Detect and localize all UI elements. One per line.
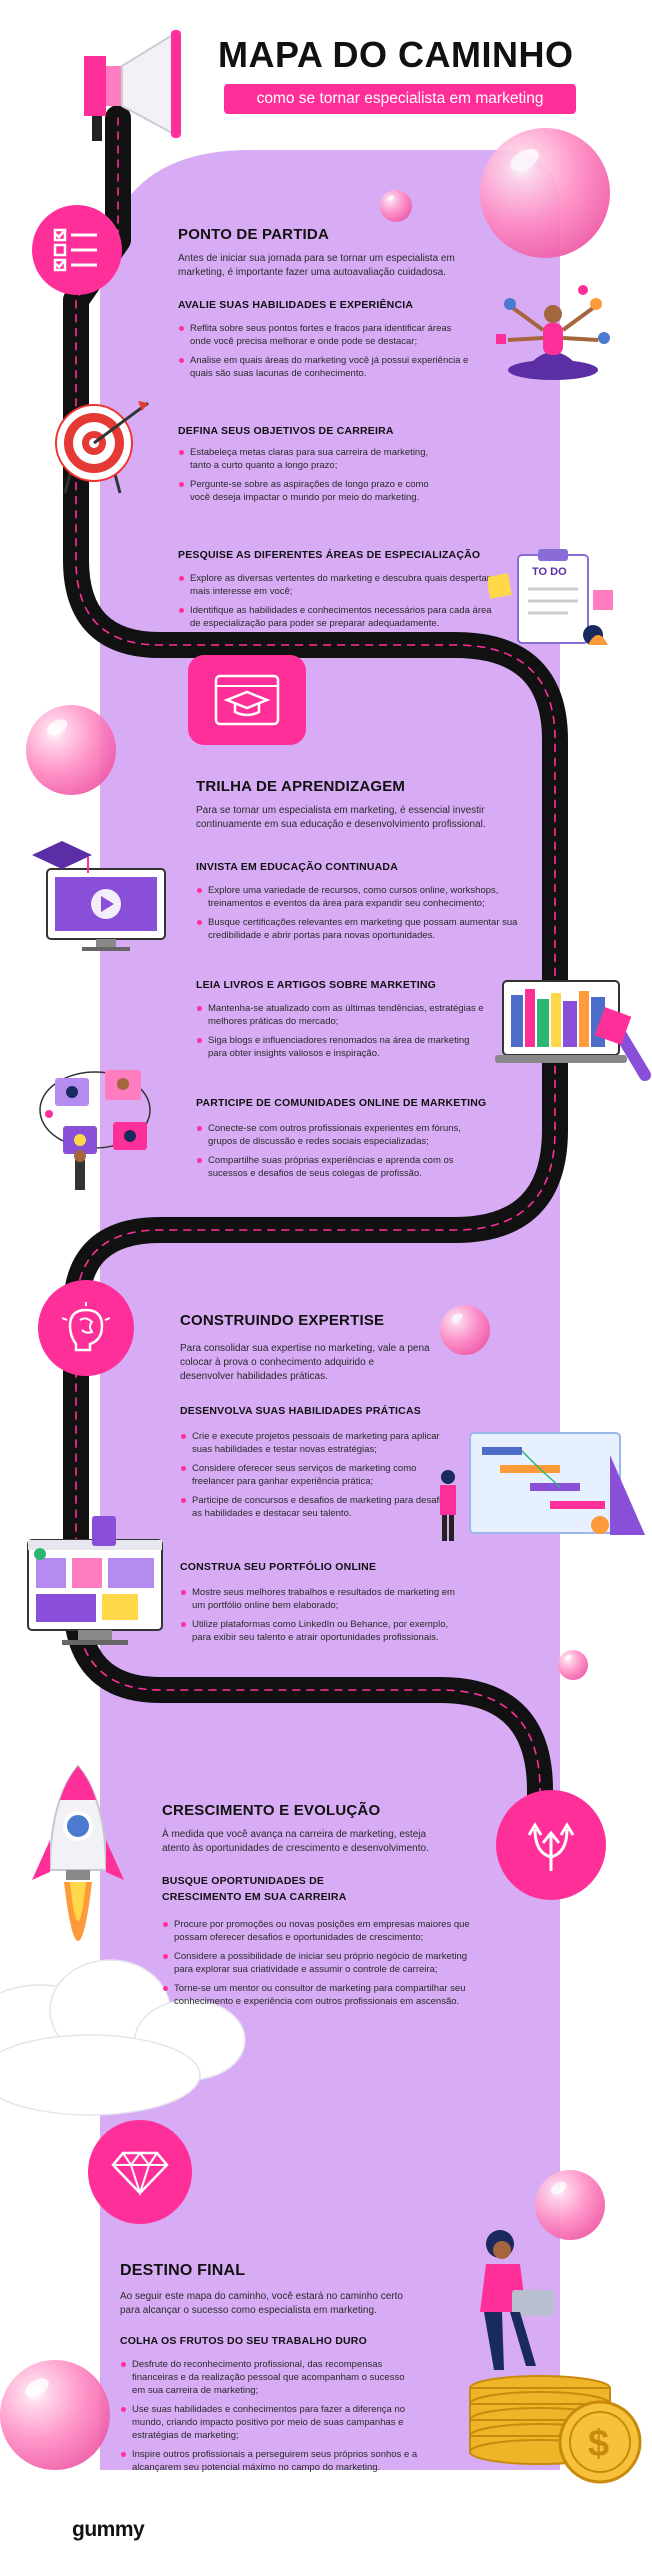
list-item: Procure por promoções ou novas posições … [162, 1918, 472, 1944]
s2-group3-list: Conecte-se com outros profissionais expe… [196, 1122, 486, 1186]
list-item: Explore uma variedade de recursos, como … [196, 884, 521, 910]
section1-title: PONTO DE PARTIDA [178, 226, 329, 243]
list-item: Participe de concursos e desafios de mar… [180, 1494, 460, 1520]
list-item: Pergunte-se sobre as aspirações de longo… [178, 478, 448, 504]
section2-intro: Para se tornar um especialista em market… [196, 805, 486, 830]
section2-hub [188, 655, 306, 745]
clouds [0, 1959, 246, 2116]
s4-group1-title-line2: CRESCIMENTO EM SUA CARREIRA [162, 1891, 347, 1903]
list-item: Considere oferecer seus serviços de mark… [180, 1462, 460, 1488]
video-course-icon [32, 841, 166, 951]
list-item: Estabeleça metas claras para sua carreir… [178, 446, 448, 472]
list-item: Identifique as habilidades e conheciment… [178, 604, 498, 630]
list-item: Inspire outros profissionais a perseguir… [120, 2448, 420, 2474]
section3-title: CONSTRUINDO EXPERTISE [180, 1312, 385, 1329]
checklist-icon [53, 228, 97, 272]
growth-arrows-icon [527, 1822, 575, 1871]
list-item: Use suas habilidades e conhecimentos par… [120, 2403, 420, 2442]
woman-on-coins-icon: $ [469, 2230, 642, 2484]
list-item: Crie e execute projetos pessoais de mark… [180, 1430, 460, 1456]
s1-group2-list: Estabeleça metas claras para sua carreir… [178, 446, 448, 510]
s1-group2-title: DEFINA SEUS OBJETIVOS DE CARREIRA [178, 425, 394, 437]
list-item: Utilize plataformas como LinkedIn ou Beh… [180, 1618, 460, 1644]
meditating-woman-icon [496, 285, 610, 380]
s3-group1-title: DESENVOLVA SUAS HABILIDADES PRÁTICAS [180, 1405, 421, 1417]
list-item: Desfrute do reconhecimento profissional,… [120, 2358, 420, 2397]
todo-board-icon: TO DO [488, 549, 613, 645]
section2-title: TRILHA DE APRENDIZAGEM [196, 778, 406, 795]
list-item: Conecte-se com outros profissionais expe… [196, 1122, 486, 1148]
bubble-decoration [26, 705, 116, 795]
list-item: Busque certificações relevantes em marke… [196, 916, 521, 942]
s3-group2-list: Mostre seus melhores trabalhos e resulta… [180, 1586, 460, 1650]
s4-group1-title-line1: BUSQUE OPORTUNIDADES DE [162, 1875, 325, 1887]
section5-hub [88, 2120, 192, 2224]
s2-group3-title: PARTICIPE DE COMUNIDADES ONLINE DE MARKE… [196, 1097, 487, 1109]
svg-text:TO DO: TO DO [532, 566, 567, 578]
s5-group1-list: Desfrute do reconhecimento profissional,… [120, 2358, 420, 2480]
bubble-decoration [535, 2170, 605, 2240]
online-community-icon [39, 1070, 151, 1190]
s1-group1-list: Reflita sobre seus pontos fortes e fraco… [178, 322, 473, 386]
list-item: Explore as diversas vertentes do marketi… [178, 572, 498, 598]
list-item: Considere a possibilidade de iniciar seu… [162, 1950, 472, 1976]
s1-group3-list: Explore as diversas vertentes do marketi… [178, 572, 498, 636]
section4-title: CRESCIMENTO E EVOLUÇÃO [162, 1802, 381, 1819]
section1-intro: Antes de iniciar sua jornada para se tor… [178, 253, 455, 278]
s2-group1-list: Explore uma variedade de recursos, como … [196, 884, 521, 948]
list-item: Torne-se um mentor ou consultor de marke… [162, 1982, 472, 2008]
s2-group1-title: INVISTA EM EDUCAÇÃO CONTINUADA [196, 861, 398, 873]
s1-group1-title: AVALIE SUAS HABILIDADES E EXPERIÊNCIA [178, 299, 414, 311]
list-item: Mostre seus melhores trabalhos e resulta… [180, 1586, 460, 1612]
bubble-decoration [558, 1650, 588, 1680]
list-item: Analise em quais áreas do marketing você… [178, 354, 473, 380]
section3-hub [38, 1280, 134, 1376]
books-laptop-icon [495, 980, 651, 1081]
s3-group2-title: CONSTRUA SEU PORTFÓLIO ONLINE [180, 1561, 377, 1573]
section1-hub [32, 205, 122, 295]
target-icon [55, 401, 149, 494]
page-title: MAPA DO CAMINHO [218, 34, 574, 75]
project-board-icon [440, 1432, 645, 1541]
bubble-decoration [380, 190, 412, 222]
list-item: Compartilhe suas próprias experiências e… [196, 1154, 486, 1180]
list-item: Mantenha-se atualizado com as últimas te… [196, 1002, 486, 1028]
s2-group2-title: LEIA LIVROS E ARTIGOS SOBRE MARKETING [196, 979, 436, 991]
bubble-decoration [0, 2360, 110, 2470]
section5-title: DESTINO FINAL [120, 2262, 246, 2279]
bubble-decoration [480, 128, 610, 258]
section5-intro: Ao seguir este mapa do caminho, você est… [120, 2291, 403, 2316]
s2-group2-list: Mantenha-se atualizado com as últimas te… [196, 1002, 486, 1066]
brand-logo: gummy [72, 2518, 145, 2541]
portfolio-screen-icon [27, 1516, 163, 1645]
section4-hub [496, 1790, 606, 1900]
section3-intro: Para consolidar sua expertise no marketi… [180, 1343, 430, 1382]
page-subtitle: como se tornar especialista em marketing [224, 84, 576, 114]
road [63, 105, 568, 1833]
s1-group3-title: PESQUISE AS DIFERENTES ÁREAS DE ESPECIAL… [178, 549, 481, 561]
s4-group1-list: Procure por promoções ou novas posições … [162, 1918, 472, 2014]
s5-group1-title: COLHA OS FRUTOS DO SEU TRABALHO DURO [120, 2335, 367, 2347]
rocket-icon [32, 1764, 124, 1941]
list-item: Reflita sobre seus pontos fortes e fraco… [178, 322, 473, 348]
brain-icon [61, 1302, 111, 1352]
megaphone-icon [84, 30, 181, 141]
section4-intro: À medida que você avança na carreira de … [162, 1829, 429, 1854]
svg-text:$: $ [588, 2423, 609, 2465]
list-item: Siga blogs e influenciadores renomados n… [196, 1034, 486, 1060]
bubble-decoration [440, 1305, 490, 1355]
graduation-cap-icon [214, 674, 280, 726]
s3-group1-list: Crie e execute projetos pessoais de mark… [180, 1430, 460, 1526]
diamond-icon [111, 2151, 169, 2197]
